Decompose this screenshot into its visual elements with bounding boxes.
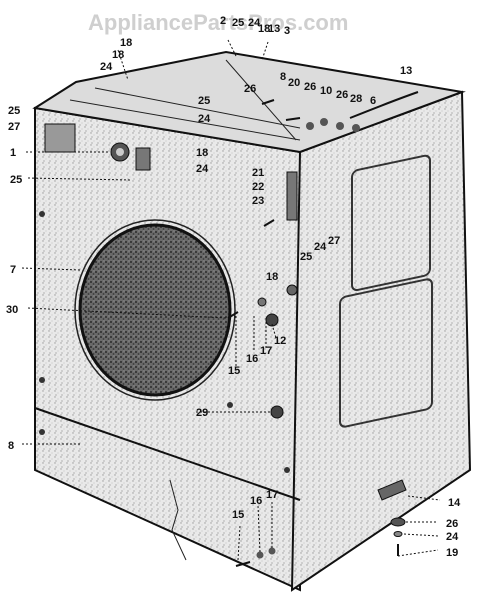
washer-icon xyxy=(336,122,344,130)
callout-label: 6 xyxy=(370,95,376,107)
callout-label: 23 xyxy=(252,195,264,207)
callout-label: 25 xyxy=(10,174,22,186)
callout-label: 25 xyxy=(198,95,210,107)
callout-label: 24 xyxy=(446,531,459,543)
callout-label: 26 xyxy=(304,81,316,93)
bushing-icon xyxy=(257,297,267,307)
door-opening-rim xyxy=(74,219,236,401)
callout-label: 18 xyxy=(120,37,132,49)
callout-label: 28 xyxy=(350,93,362,105)
screw-icon xyxy=(284,467,290,473)
callout-label: 14 xyxy=(448,497,461,509)
washer-icon xyxy=(268,547,276,555)
callout-label: 16 xyxy=(250,495,262,507)
washer-icon xyxy=(320,118,328,126)
callout-label: 13 xyxy=(400,65,412,77)
callout-label: 12 xyxy=(274,335,286,347)
callout-label: 22 xyxy=(252,181,264,193)
hinge-block-icon xyxy=(286,171,298,221)
callout-label: 2 xyxy=(220,15,226,27)
callout-label: 24 xyxy=(100,61,113,73)
side-recess-upper xyxy=(351,154,431,292)
screw-icon xyxy=(263,219,275,227)
bolt-icon xyxy=(261,99,275,105)
washer-icon xyxy=(256,551,264,559)
door-opening xyxy=(78,223,232,397)
callout-label: 24 xyxy=(314,241,327,253)
callout-label: 16 xyxy=(246,353,258,365)
callout-label: 25 xyxy=(8,105,20,117)
screw-icon xyxy=(227,311,239,319)
cabinet-side-panel xyxy=(290,90,472,592)
grommet-icon xyxy=(270,405,284,419)
program-knob-inner xyxy=(116,148,124,156)
callout-label: 3 xyxy=(284,25,290,37)
bolt-icon xyxy=(285,117,301,121)
callout-label: 8 xyxy=(280,71,286,83)
callout-label: 15 xyxy=(228,365,240,377)
callout-label: 26 xyxy=(336,89,348,101)
callout-label: 27 xyxy=(8,121,20,133)
callout-label: 17 xyxy=(260,345,272,357)
callout-label: 24 xyxy=(198,113,211,125)
callout-label: 24 xyxy=(248,17,261,29)
callout-label: 27 xyxy=(328,235,340,247)
bushing-icon xyxy=(286,284,298,296)
callout-label: 26 xyxy=(446,518,458,530)
callout-label: 18 xyxy=(112,49,124,61)
callout-label: 18 xyxy=(196,147,208,159)
callout-label: 21 xyxy=(252,167,264,179)
callout-label: 10 xyxy=(320,85,332,97)
foot-bracket-icon xyxy=(377,479,407,501)
switch-bracket xyxy=(135,147,151,171)
screw-icon xyxy=(227,402,233,408)
callout-label: 17 xyxy=(266,489,278,501)
washer-icon xyxy=(306,122,314,130)
callout-label: 18 xyxy=(258,23,270,35)
side-recess-lower xyxy=(339,278,433,428)
callout-label: 29 xyxy=(196,407,208,419)
callout-label: 25 xyxy=(300,251,312,263)
callout-label: 25 xyxy=(232,17,244,29)
screw-icon xyxy=(39,211,45,217)
cable-icon xyxy=(349,91,419,119)
callout-label: 8 xyxy=(8,440,14,452)
callout-label: 26 xyxy=(244,83,256,95)
watermark-text: AppliancePartsPros.com xyxy=(88,10,348,35)
callout-label: 15 xyxy=(232,509,244,521)
callout-label: 13 xyxy=(268,23,280,35)
bolt-icon xyxy=(235,561,251,567)
callout-label: 18 xyxy=(266,271,278,283)
screw-icon xyxy=(39,429,45,435)
callout-label: 24 xyxy=(196,163,209,175)
callout-label: 20 xyxy=(288,77,300,89)
foot-pad-icon xyxy=(390,517,406,527)
callout-label: 1 xyxy=(10,147,16,159)
control-panel-slot xyxy=(44,123,76,153)
callout-label: 19 xyxy=(446,547,458,559)
screw-icon xyxy=(39,377,45,383)
callout-label: 7 xyxy=(10,264,16,276)
callout-label: 30 xyxy=(6,304,18,316)
washer-icon xyxy=(352,124,360,132)
foot-washer-icon xyxy=(393,531,403,537)
